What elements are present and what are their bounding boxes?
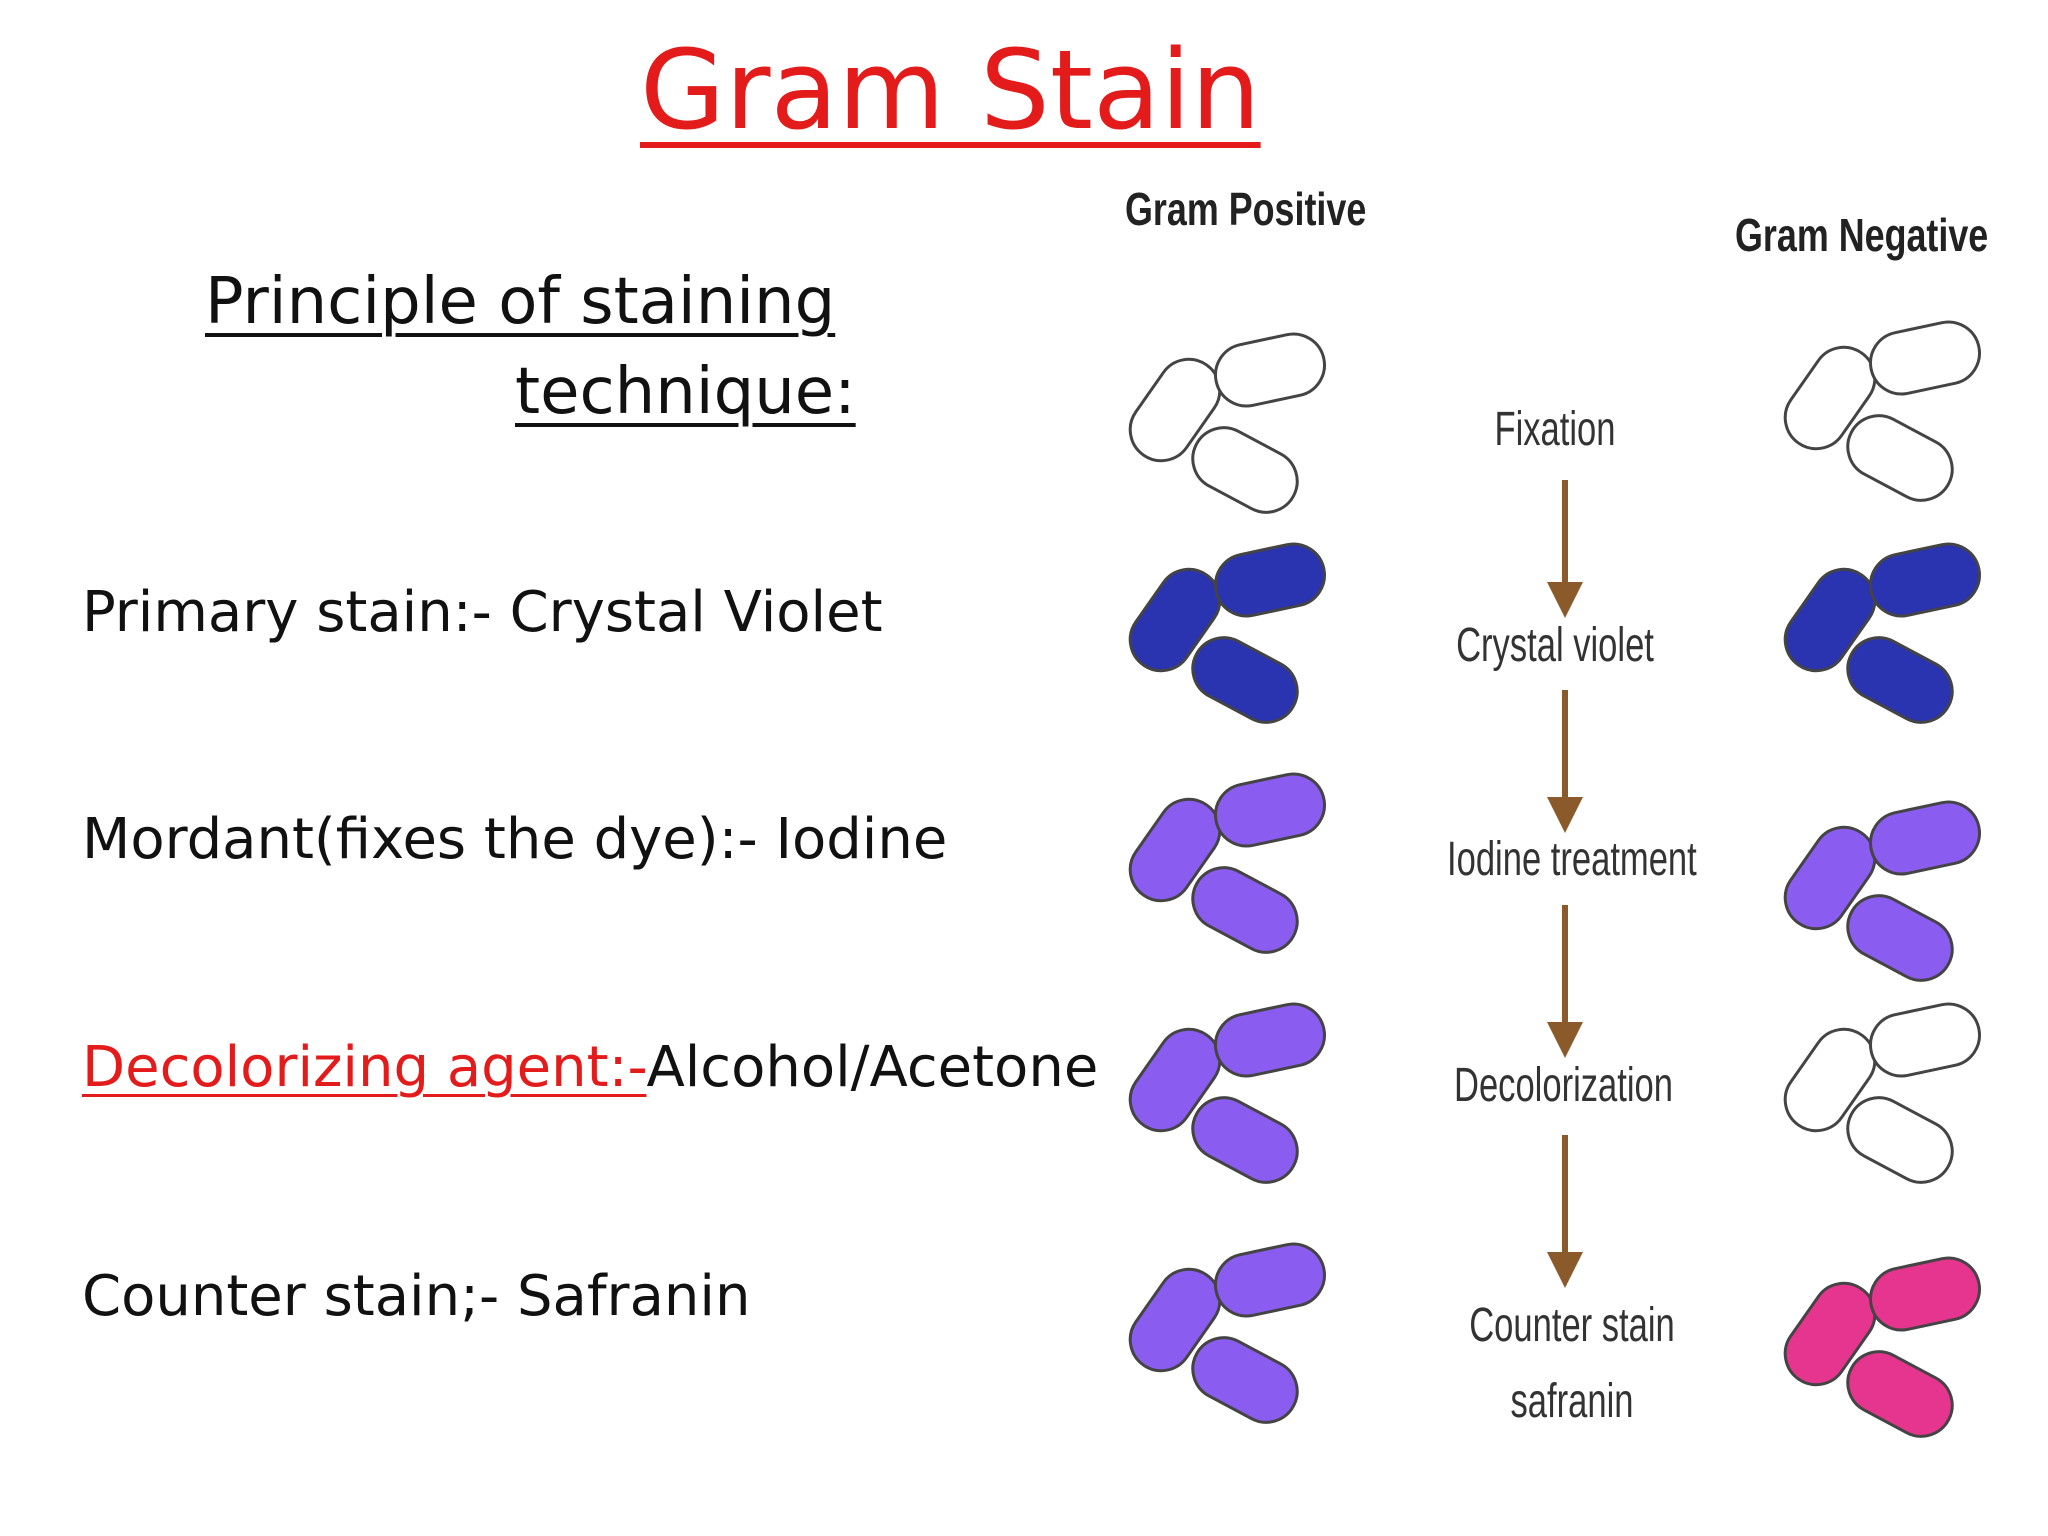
gram-negative-cell-row5-rod2 [1869, 1256, 1981, 1332]
step-value: Iodine [775, 807, 948, 872]
gram-positive-cell-row4-rod2 [1214, 1002, 1326, 1078]
step-label: Mordant(fixes the dye):- [82, 807, 776, 872]
gram-positive-cell-row4-rod3 [1191, 1096, 1299, 1184]
gram-positive-cells [1128, 332, 1326, 1424]
gram-negative-cell-row4-rod1 [1783, 1027, 1877, 1133]
gram-negative-cell-row4-rod2 [1869, 1002, 1981, 1078]
principle-heading-line2: technique: [515, 355, 856, 429]
step-primary-stain: Primary stain:- Crystal Violet [82, 578, 883, 648]
gram-negative-cell-row2-rod3 [1846, 636, 1954, 724]
gram-positive-cell-row5-rod2 [1214, 1242, 1326, 1318]
gram-negative-cell-row3-rod2 [1869, 800, 1981, 876]
gram-positive-cell-row1-rod1 [1128, 357, 1222, 463]
principle-heading-line1: Principle of staining [205, 265, 836, 339]
gram-positive-cell-row1-rod3 [1191, 426, 1299, 514]
step-value: Crystal Violet [509, 580, 883, 645]
gram-positive-cell-row2-rod1 [1128, 567, 1222, 673]
gram-negative-cell-row4-rod3 [1846, 1096, 1954, 1184]
process-step-crystal-violet: Crystal violet [1456, 619, 1654, 672]
gram-negative-cell-row5-rod3 [1846, 1350, 1954, 1438]
gram-negative-cell-row2-rod1 [1783, 567, 1877, 673]
step-mordant: Mordant(fixes the dye):- Iodine [82, 805, 947, 875]
gram-negative-cell-row2-rod2 [1869, 542, 1981, 618]
gram-negative-cell-row5-rod1 [1783, 1281, 1877, 1387]
process-step-counter-stain-line2: safranin [1510, 1375, 1634, 1428]
gram-negative-cell-row3-rod3 [1846, 894, 1954, 982]
gram-negative-cell-row1-rod2 [1869, 320, 1981, 396]
slide-title: Gram Stain [640, 26, 1261, 154]
gram-positive-cell-row2-rod2 [1214, 542, 1326, 618]
gram-negative-cell-row3-rod1 [1783, 825, 1877, 931]
gram-negative-cell-row1-rod3 [1846, 414, 1954, 502]
step-label: Primary stain:- [82, 580, 510, 645]
gram-positive-cell-row3-rod2 [1214, 772, 1326, 848]
process-step-decolorization: Decolorization [1454, 1059, 1673, 1112]
gram-negative-cell-row1-rod1 [1783, 345, 1877, 451]
column-heading-gram-negative: Gram Negative [1735, 209, 1989, 261]
step-decolorizing-agent: Decolorizing agent:-Alcohol/Acetone [82, 1033, 1098, 1103]
step-label-highlight: Decolorizing agent:- [82, 1035, 647, 1100]
step-label: Counter stain;- [82, 1264, 517, 1329]
step-value: Safranin [516, 1264, 751, 1329]
process-step-fixation: Fixation [1494, 403, 1616, 456]
gram-positive-cell-row5-rod3 [1191, 1336, 1299, 1424]
gram-negative-cells [1783, 320, 1981, 1438]
gram-positive-cell-row2-rod3 [1191, 636, 1299, 724]
step-value: Alcohol/Acetone [646, 1035, 1099, 1100]
process-step-counter-stain: Counter stain [1469, 1299, 1675, 1352]
gram-positive-cell-row5-rod1 [1128, 1267, 1222, 1373]
gram-positive-cell-row3-rod3 [1191, 866, 1299, 954]
gram-positive-cell-row3-rod1 [1128, 797, 1222, 903]
process-step-iodine: Iodine treatment [1447, 833, 1697, 886]
gram-positive-cell-row1-rod2 [1214, 332, 1326, 408]
gram-positive-cell-row4-rod1 [1128, 1027, 1222, 1133]
step-counter-stain: Counter stain;- Safranin [82, 1262, 750, 1332]
column-heading-gram-positive: Gram Positive [1125, 183, 1367, 235]
